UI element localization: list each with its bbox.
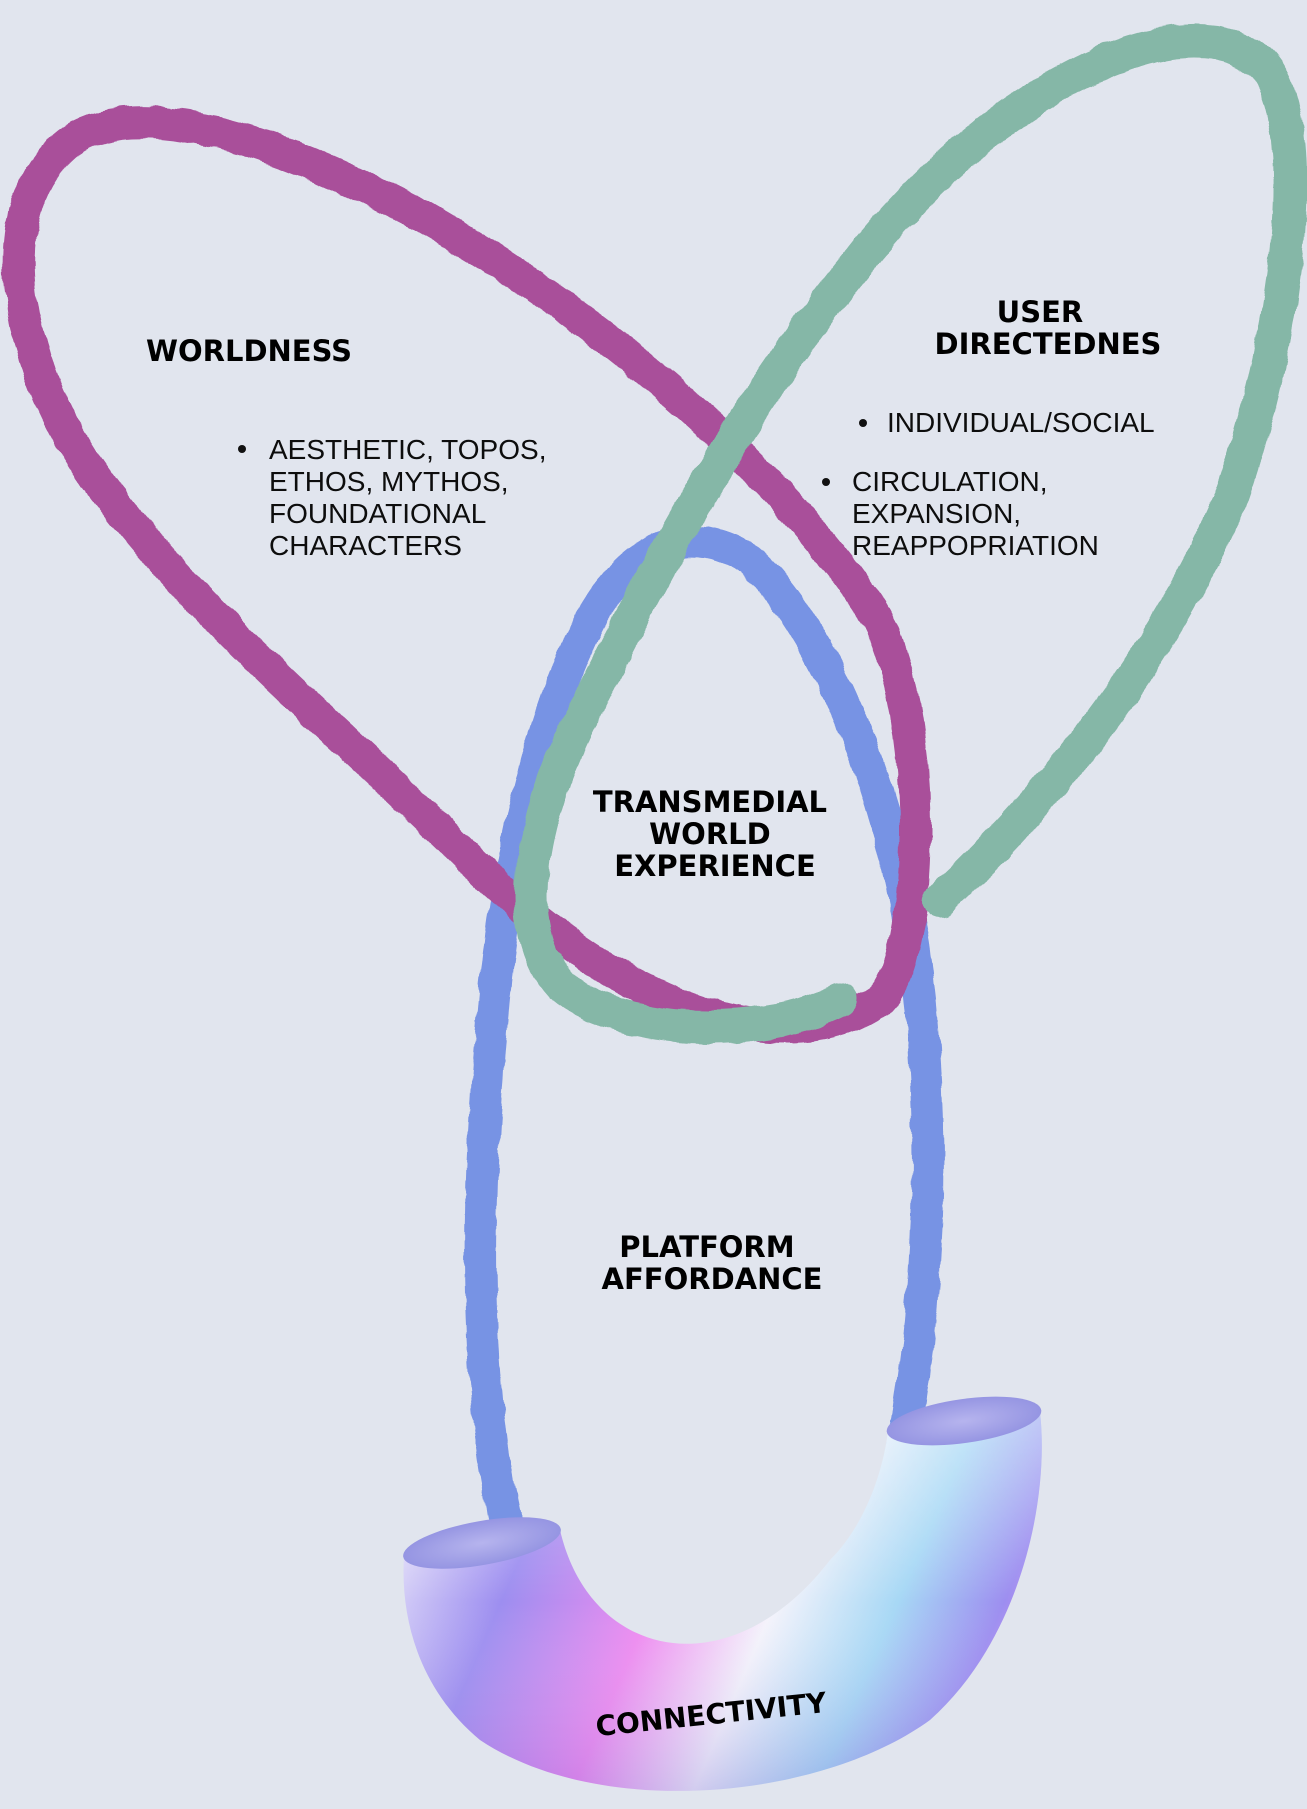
user-directedness-item: INDIVIDUAL/SOCIAL [887,407,1155,438]
transmedial-title-line: EXPERIENCE [614,849,816,883]
worldness-ring [2,106,931,1043]
platform-title-line: PLATFORM [619,1230,794,1264]
transmedial-title-line: TRANSMEDIAL [593,785,827,819]
platform-title: PLATFORM AFFORDANCE [602,1230,823,1296]
connectivity-tube [403,1396,1042,1791]
worldness-bullet [238,445,246,453]
worldness-item-line: ETHOS, MYTHOS, [269,466,509,497]
user-directedness-title-line: DIRECTEDNES [935,327,1162,361]
user-directedness-title-line: USER [997,295,1084,329]
user-directedness-item-line: REAPPOPRIATION [852,530,1099,561]
user-directedness-item-line: EXPANSION, [852,498,1021,529]
transmedial-title: TRANSMEDIAL WORLD EXPERIENCE [593,785,837,883]
user-directedness-item: CIRCULATION, EXPANSION, REAPPOPRIATION [852,466,1099,561]
worldness-item-line: FOUNDATIONAL [269,498,486,529]
user-directedness-title: USER DIRECTEDNES [935,295,1162,361]
platform-title-line: AFFORDANCE [602,1262,823,1296]
user-item-bullet [859,419,867,427]
worldness-item-line: AESTHETIC, TOPOS, [269,434,546,465]
tube-right-cap [886,1396,1042,1446]
user-directedness-item-line: CIRCULATION, [852,466,1048,497]
user-item-bullet [822,478,830,486]
worldness-title: WORLDNESS [146,334,352,368]
tube-left-cap [403,1517,561,1569]
worldness-item-line: CHARACTERS [269,530,462,561]
transmedial-title-line: WORLD [649,817,771,851]
user-directedness-ring [514,24,1307,1044]
worldness-item: AESTHETIC, TOPOS, ETHOS, MYTHOS, FOUNDAT… [269,434,554,561]
